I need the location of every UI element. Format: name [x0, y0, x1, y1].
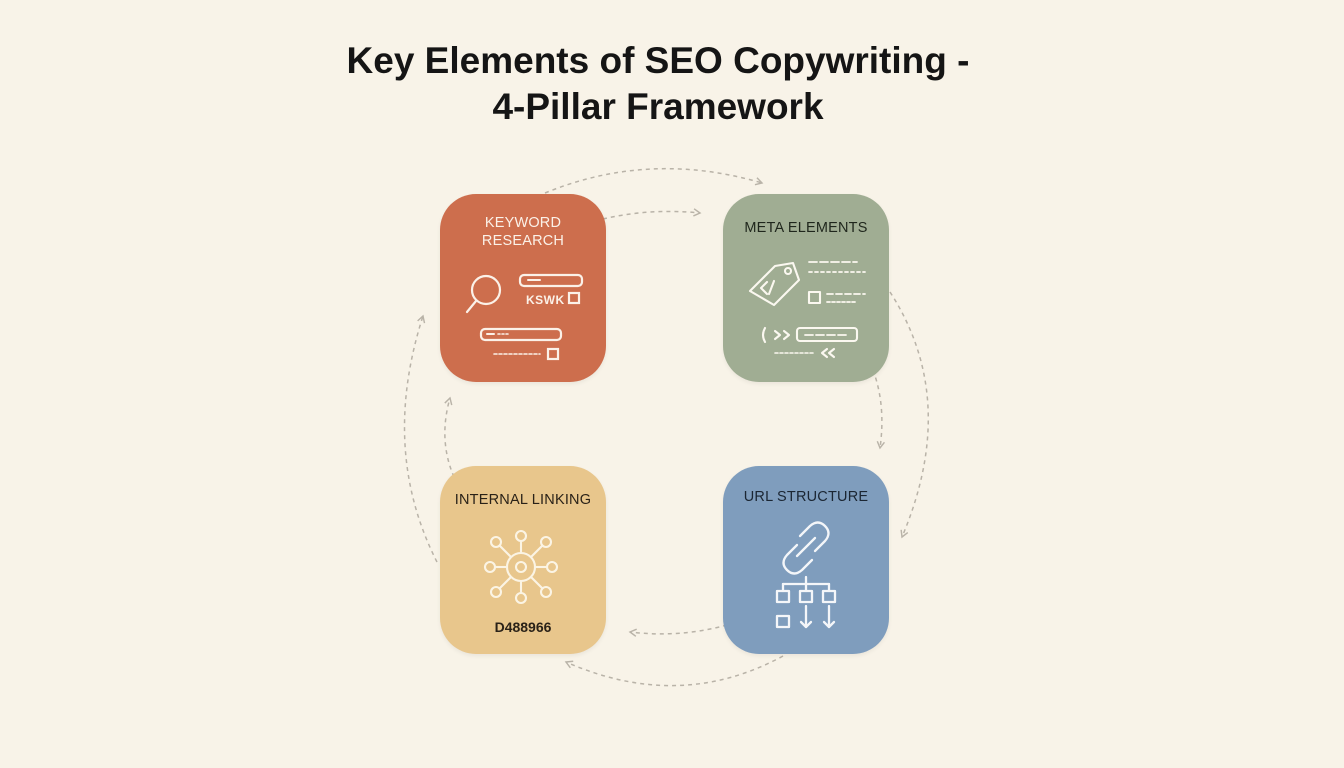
pillar-card-url-structure[interactable]: URL STRUCTURE [723, 466, 889, 654]
arrow-keyword-to-meta-inner [602, 208, 702, 220]
arrow-url-to-linking-inner [628, 624, 728, 637]
linking-code-label: D488966 [494, 619, 552, 635]
arrow-linking-to-keyword-inner [444, 396, 455, 478]
keyword-badge-text: KSWK [526, 293, 565, 307]
pillar-label-internal-linking: INTERNAL LINKING [454, 492, 592, 508]
arrow-keyword-to-meta-outer [544, 167, 764, 194]
chain-link-icon [775, 521, 837, 629]
title-line-2: 4-Pillar Framework [492, 86, 824, 127]
pillar-card-keyword-research[interactable]: KEYWORD RESEARCH KSWK [440, 194, 606, 382]
pillar-label-keyword-research: KEYWORD RESEARCH [481, 215, 565, 249]
title-line-1: Key Elements of SEO Copywriting - [346, 40, 970, 81]
pillar-label-meta-elements: META ELEMENTS [744, 220, 868, 236]
pillar-card-internal-linking[interactable]: INTERNAL LINKING D488966 [440, 466, 606, 654]
magnifier-icon [465, 273, 584, 361]
pillar-card-meta-elements[interactable]: META ELEMENTS [723, 194, 889, 382]
arrow-url-to-linking-outer [564, 655, 784, 687]
network-hub-icon [483, 529, 559, 605]
page-title: Key Elements of SEO Copywriting - 4-Pill… [0, 38, 1316, 130]
arrow-linking-to-keyword-outer [403, 314, 438, 563]
pillar-label-url-structure: URL STRUCTURE [743, 489, 869, 505]
arrow-meta-to-url-outer [889, 291, 929, 539]
tag-icon [748, 261, 866, 359]
